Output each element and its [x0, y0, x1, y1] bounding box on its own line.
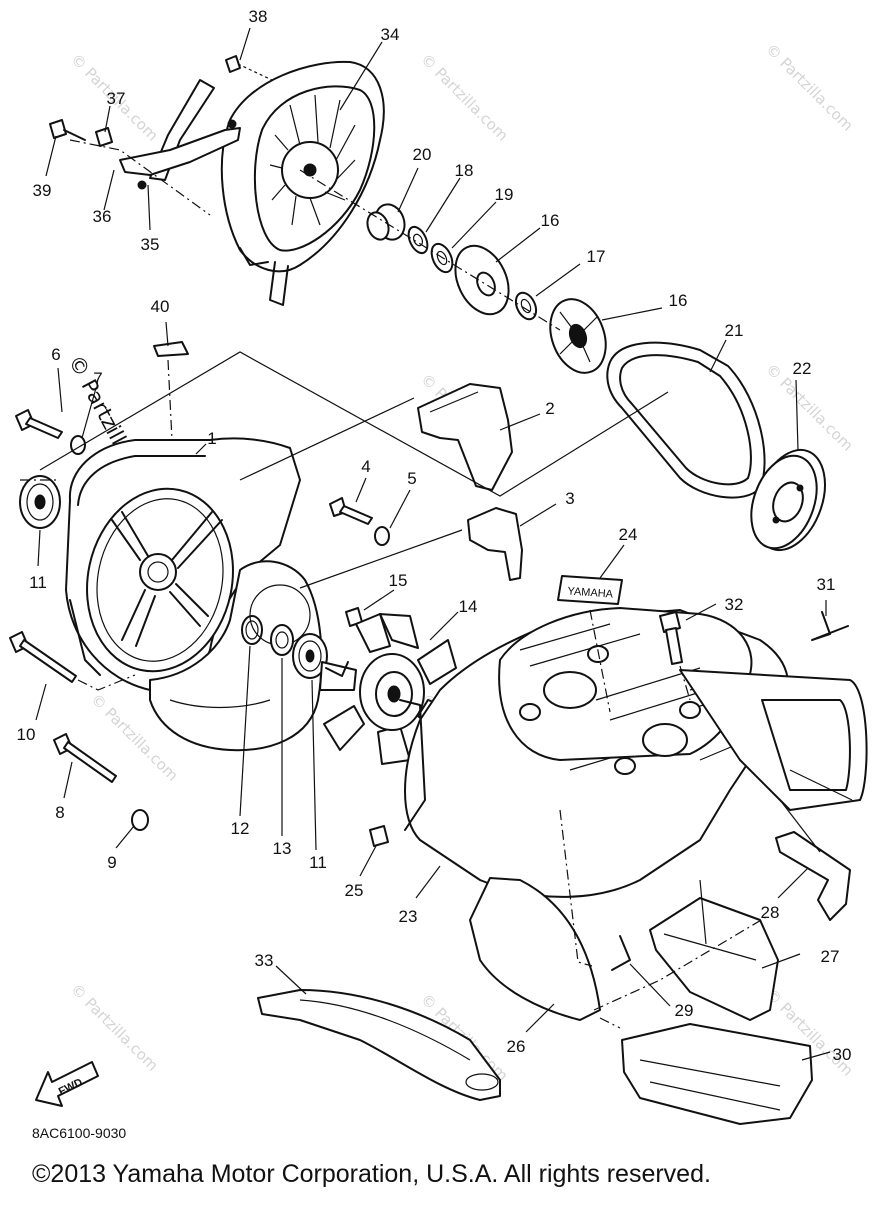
fan-shroud-34 — [220, 60, 385, 306]
washer-13 — [270, 624, 294, 656]
nut-37 — [95, 127, 113, 147]
callout-13: 13 — [273, 839, 292, 858]
watermark: © Partzilla.com — [762, 40, 857, 135]
washer-5 — [374, 526, 390, 546]
drive-belt-21 — [606, 341, 766, 499]
clip-29 — [611, 935, 631, 971]
callout-25: 25 — [345, 881, 364, 900]
callout-3: 3 — [565, 489, 574, 508]
duct-27 — [649, 897, 779, 1021]
callout-24: 24 — [619, 525, 638, 544]
washer-18 — [407, 225, 429, 255]
callout-26: 26 — [507, 1037, 526, 1056]
watermark: © Partzilla.com — [67, 980, 162, 1075]
sheave-16-upper — [454, 244, 510, 316]
callout-39: 39 — [33, 181, 52, 200]
callout-32: 32 — [725, 595, 744, 614]
callout-4: 4 — [361, 457, 370, 476]
copyright-notice: ©2013 Yamaha Motor Corporation, U.S.A. A… — [32, 1160, 711, 1188]
bearing-11-left — [19, 475, 61, 529]
callout-16b: 16 — [669, 291, 688, 310]
collar-20 — [366, 203, 406, 241]
callout-37: 37 — [107, 89, 126, 108]
bearing-11-right — [292, 633, 328, 679]
callout-16: 16 — [541, 211, 560, 230]
circlip-12 — [241, 615, 263, 645]
bolt-32 — [659, 611, 691, 701]
callout-21: 21 — [725, 321, 744, 340]
bracket-3 — [467, 507, 523, 581]
callout-28: 28 — [761, 903, 780, 922]
callout-11-left: 11 — [29, 573, 47, 592]
callout-22: 22 — [793, 359, 812, 378]
bolt-6 — [15, 409, 63, 439]
bolt-8 — [53, 733, 117, 783]
callout-23: 23 — [399, 907, 418, 926]
watermark: © Partzilla.com — [417, 50, 512, 145]
callout-14: 14 — [459, 597, 478, 616]
duct-28 — [775, 831, 851, 921]
callout-38: 38 — [249, 7, 268, 26]
callout-15: 15 — [389, 571, 408, 590]
guide-lines — [20, 351, 853, 1029]
callout-18: 18 — [455, 161, 474, 180]
callout-30: 30 — [833, 1045, 852, 1064]
bolt-4 — [329, 497, 373, 525]
bolt-38 — [225, 55, 273, 81]
callout-40: 40 — [151, 297, 170, 316]
callout-36: 36 — [93, 207, 112, 226]
fan-housing-1 — [65, 437, 301, 691]
forward-arrow-icon: FWD — [35, 1061, 99, 1107]
callout-7: 7 — [93, 369, 102, 388]
callout-5: 5 — [407, 469, 416, 488]
panel-26 — [469, 877, 601, 1021]
callout-12: 12 — [231, 819, 250, 838]
air-outlet — [679, 669, 868, 811]
clip-31 — [811, 611, 849, 641]
callout-labels: 38 34 37 39 36 35 20 18 19 16 17 16 21 2… — [17, 7, 852, 1064]
callout-34: 34 — [381, 25, 400, 44]
callout-27: 27 — [821, 947, 840, 966]
callout-19: 19 — [495, 185, 514, 204]
callout-29: 29 — [675, 1001, 694, 1020]
spacer-17 — [514, 291, 538, 321]
callout-35: 35 — [141, 235, 160, 254]
callout-8: 8 — [55, 803, 64, 822]
strap-35 — [119, 79, 241, 190]
pulley-22 — [750, 448, 826, 552]
callout-10: 10 — [17, 725, 36, 744]
engine-shroud-23 — [399, 607, 789, 898]
grommet-25 — [369, 825, 389, 847]
washer-9 — [131, 809, 149, 831]
leader-lines — [35, 27, 831, 1061]
callout-33: 33 — [255, 951, 274, 970]
clip-40 — [153, 341, 189, 357]
decal-24: YAMAHA — [557, 575, 623, 713]
duct-30 — [621, 1023, 813, 1125]
callout-20: 20 — [413, 145, 432, 164]
callout-17: 17 — [587, 247, 606, 266]
callout-6: 6 — [51, 345, 60, 364]
drawing-code: 8AC6100-9030 — [32, 1125, 127, 1141]
callout-11-right: 11 — [309, 853, 327, 872]
callout-2: 2 — [545, 399, 554, 418]
callout-31: 31 — [817, 575, 836, 594]
sheave-16-lower — [549, 298, 607, 374]
duct-2 — [417, 383, 513, 491]
bolt-39 — [49, 119, 86, 141]
callout-9: 9 — [107, 853, 116, 872]
decal-text: YAMAHA — [567, 585, 614, 600]
guard-33 — [257, 989, 501, 1101]
callout-1: 1 — [207, 429, 216, 448]
bolt-10 — [9, 631, 77, 683]
